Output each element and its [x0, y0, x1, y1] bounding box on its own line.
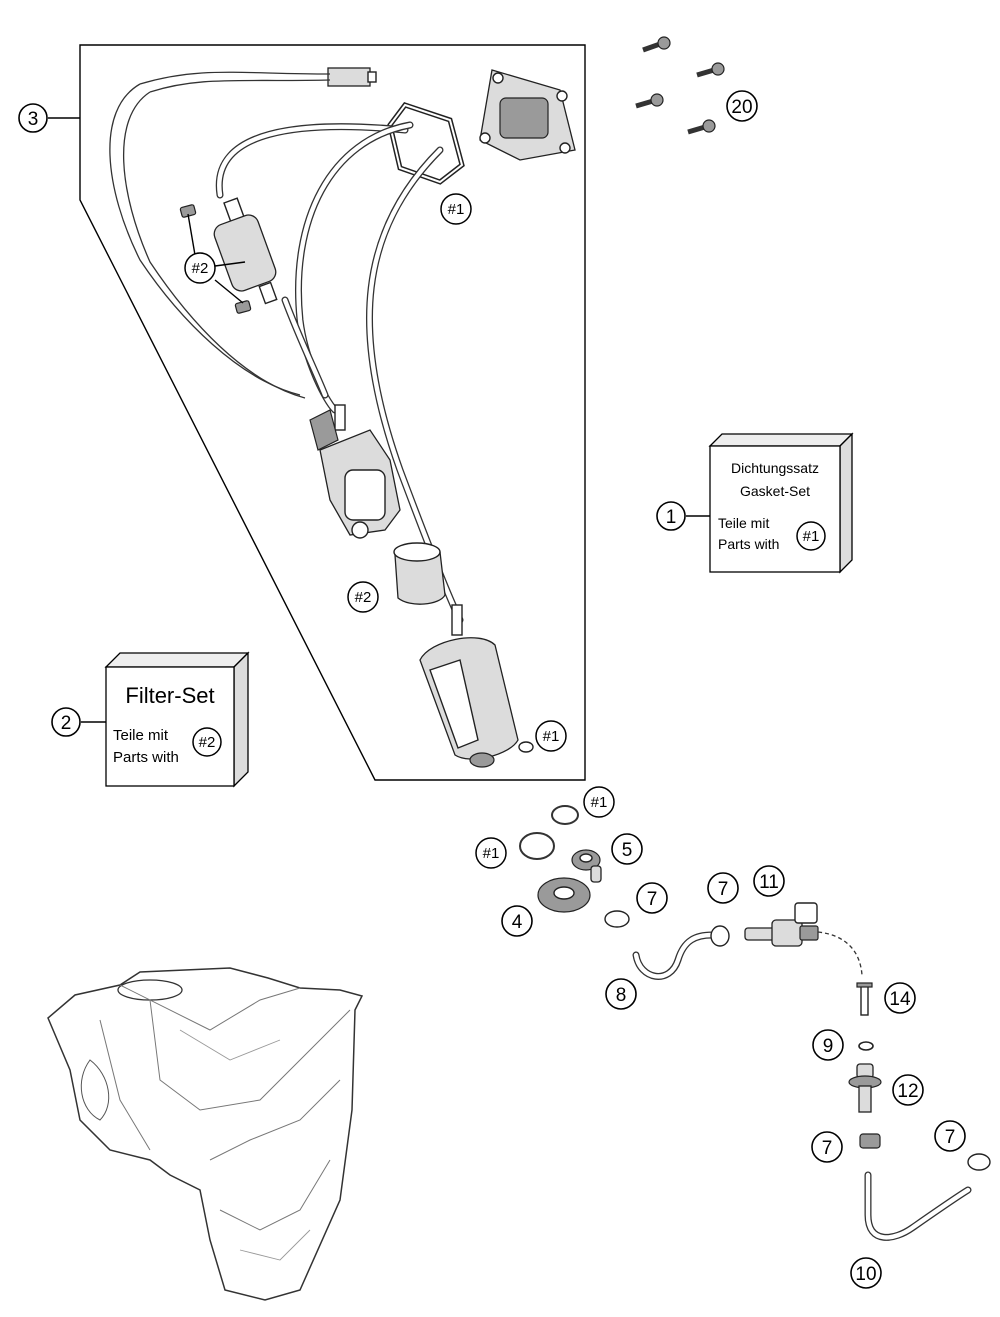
svg-text:8: 8	[616, 985, 627, 1006]
callout-11: 11	[753, 865, 785, 897]
svg-text:#1: #1	[483, 845, 500, 862]
svg-text:20: 20	[731, 97, 752, 118]
filter-set-title: Filter-Set	[125, 683, 214, 708]
callout-14: 14	[884, 982, 916, 1014]
flange-seal-ring	[387, 102, 465, 185]
callout-4: 4	[501, 905, 533, 937]
o-ring-9	[858, 1041, 874, 1051]
svg-text:#1: #1	[543, 728, 560, 745]
fuel-pump-housing	[309, 404, 401, 539]
svg-text:12: 12	[897, 1081, 918, 1102]
callout-ref1-oring-large: #1	[475, 837, 507, 869]
o-ring-large	[519, 832, 555, 860]
callout-10: 10	[850, 1257, 882, 1289]
filter-set-ref: #2	[199, 734, 216, 751]
gasket-set-title-en: Gasket-Set	[740, 483, 810, 499]
callout-7-d: 7	[934, 1120, 966, 1152]
svg-text:5: 5	[622, 840, 633, 861]
pump-strainer	[393, 542, 446, 605]
gasket-set-box: Dichtungssatz Gasket-Set Teile mit Parts…	[708, 432, 854, 574]
callout-7-a: 7	[636, 882, 668, 914]
svg-text:3: 3	[28, 109, 39, 130]
svg-text:1: 1	[666, 507, 677, 528]
svg-text:14: 14	[889, 989, 911, 1010]
callout-2: 2	[51, 707, 81, 737]
grommet-5	[571, 849, 602, 883]
screw	[696, 62, 725, 78]
hose-clamp-c	[859, 1133, 881, 1149]
quick-connector-11	[744, 902, 863, 976]
hose-10	[864, 1171, 972, 1241]
gasket-set-parts-en: Parts with	[718, 536, 779, 552]
fuel-pump-assembly-frame	[79, 44, 586, 781]
pump-cartridge	[419, 604, 519, 768]
callout-20: 20	[726, 90, 758, 122]
screw	[687, 119, 716, 135]
gasket-set-title-de: Dichtungssatz	[731, 460, 819, 476]
hose-8	[632, 931, 716, 980]
filter-set-box: Filter-Set Teile mit Parts with #2	[104, 651, 250, 788]
callout-ref2-strainer: #2	[347, 581, 379, 613]
hose-clamp-a	[604, 910, 630, 928]
callout-7-b: 7	[707, 872, 739, 904]
callout-ref1-pump: #1	[535, 720, 567, 752]
pump-o-ring	[518, 741, 534, 753]
callout-1: 1	[656, 501, 686, 531]
svg-text:#1: #1	[448, 201, 465, 218]
hose-clamp-b	[710, 925, 730, 947]
svg-text:#2: #2	[355, 589, 372, 606]
pump-flange	[479, 69, 576, 161]
svg-text:7: 7	[945, 1127, 956, 1148]
svg-text:#2: #2	[192, 260, 209, 277]
callout-ref1-oring-small: #1	[583, 786, 615, 818]
callout-12: 12	[892, 1074, 924, 1106]
nipple-12	[848, 1063, 882, 1113]
hose-clamp-d	[967, 1153, 991, 1171]
filter-set-parts-de: Teile mit	[113, 727, 169, 744]
filter-set-parts-en: Parts with	[113, 749, 179, 766]
callout-9: 9	[812, 1029, 844, 1061]
screw	[642, 36, 671, 53]
svg-text:4: 4	[512, 912, 523, 933]
screw	[635, 93, 664, 109]
callout-8: 8	[605, 978, 637, 1010]
svg-text:#1: #1	[591, 794, 608, 811]
svg-text:7: 7	[822, 1138, 833, 1159]
gasket-4	[537, 877, 591, 913]
wire-connector	[109, 67, 377, 399]
svg-text:7: 7	[718, 879, 729, 900]
gasket-set-parts-de: Teile mit	[718, 515, 769, 531]
callout-3: 3	[18, 103, 48, 133]
gasket-set-ref: #1	[803, 528, 820, 545]
callout-ref2-filter: #2	[184, 252, 216, 284]
svg-text:2: 2	[61, 713, 72, 734]
svg-text:9: 9	[823, 1036, 834, 1057]
filter-clip-upper	[179, 204, 197, 218]
svg-text:10: 10	[855, 1264, 876, 1285]
svg-text:7: 7	[647, 889, 658, 910]
inline-fuel-filter	[213, 197, 278, 305]
pin-14	[856, 982, 873, 1016]
svg-text:11: 11	[759, 872, 779, 893]
callout-5: 5	[611, 833, 643, 865]
callout-7-c: 7	[811, 1131, 843, 1163]
callout-ref1-seal: #1	[440, 193, 472, 225]
o-ring-small	[551, 805, 579, 825]
fuel-tank	[47, 967, 364, 1301]
